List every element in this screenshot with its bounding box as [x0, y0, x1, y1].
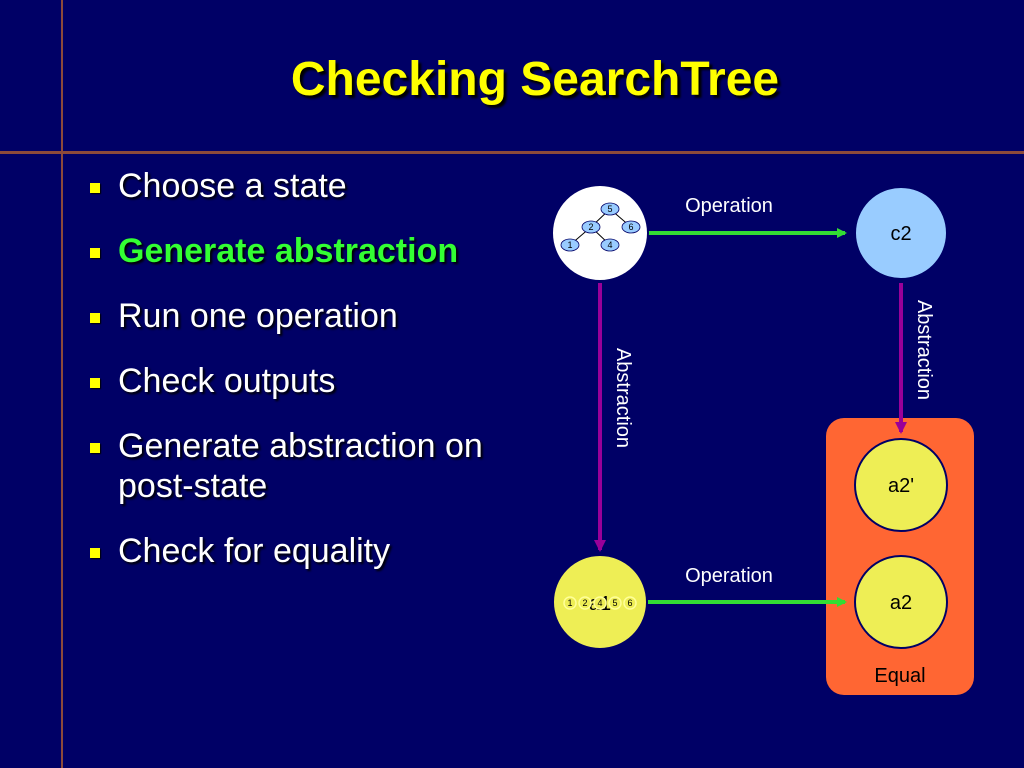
bullet-text: Generate abstraction — [118, 232, 459, 270]
abstraction-label-right: Abstraction — [913, 300, 935, 400]
vertical-rule — [61, 0, 63, 768]
bullet-square-icon — [90, 378, 100, 388]
abstraction-label-left: Abstraction — [612, 348, 634, 448]
bullet-square-icon — [90, 313, 100, 323]
tree-node — [600, 202, 620, 216]
tree-node-value: 5 — [607, 204, 612, 214]
bullet-text: Choose a state — [118, 167, 347, 205]
tree-node-value: 2 — [588, 222, 593, 232]
tree-node-value: 6 — [628, 222, 633, 232]
horizontal-rule — [0, 151, 1024, 154]
a1-sequence: 1 2 4 5 6 — [563, 596, 637, 610]
a1-sequence-value: 4 — [597, 598, 602, 608]
slide-title: Checking SearchTree — [290, 53, 780, 106]
tree-node-value: 4 — [607, 240, 612, 250]
tree-state-node — [551, 184, 649, 282]
a1-sequence-value: 1 — [567, 598, 572, 608]
bullet-item: Choose a state — [86, 166, 546, 206]
bullet-text: Generate abstraction on post-state — [118, 427, 483, 505]
bullet-item: Check for equality — [86, 531, 546, 571]
a1-sequence-value: 6 — [627, 598, 632, 608]
tree-node — [560, 238, 580, 252]
bullet-square-icon — [90, 548, 100, 558]
bullet-item: Run one operation — [86, 296, 546, 336]
bullet-text: Check for equality — [118, 532, 391, 570]
bullet-item: Check outputs — [86, 361, 546, 401]
bullet-square-icon — [90, 443, 100, 453]
bullet-square-icon — [90, 248, 100, 258]
a2-prime-label: a2' — [888, 475, 914, 497]
bullet-text: Check outputs — [118, 362, 336, 400]
tree-node — [600, 238, 620, 252]
search-tree-graphic: 5 2 6 1 4 — [560, 202, 641, 252]
c2-node — [854, 186, 948, 280]
a1-sequence-value: 5 — [612, 598, 617, 608]
bullet-item-highlighted: Generate abstraction — [86, 231, 546, 271]
operation-label-top: Operation — [685, 195, 773, 217]
a2-label: a2 — [890, 592, 912, 614]
bullet-square-icon — [90, 183, 100, 193]
tree-node — [621, 220, 641, 234]
a2-prime-node — [854, 438, 948, 532]
bullet-list: Choose a state Generate abstraction Run … — [86, 166, 546, 596]
equal-label: Equal — [874, 665, 925, 687]
a2-node — [854, 555, 948, 649]
tree-node-value: 1 — [567, 240, 572, 250]
tree-node — [581, 220, 601, 234]
bullet-text: Run one operation — [118, 297, 398, 335]
bullet-item: Generate abstraction on post-state — [86, 426, 546, 506]
c2-label: c2 — [890, 223, 911, 245]
a1-sequence-value: 2 — [582, 598, 587, 608]
operation-label-bottom: Operation — [685, 565, 773, 587]
